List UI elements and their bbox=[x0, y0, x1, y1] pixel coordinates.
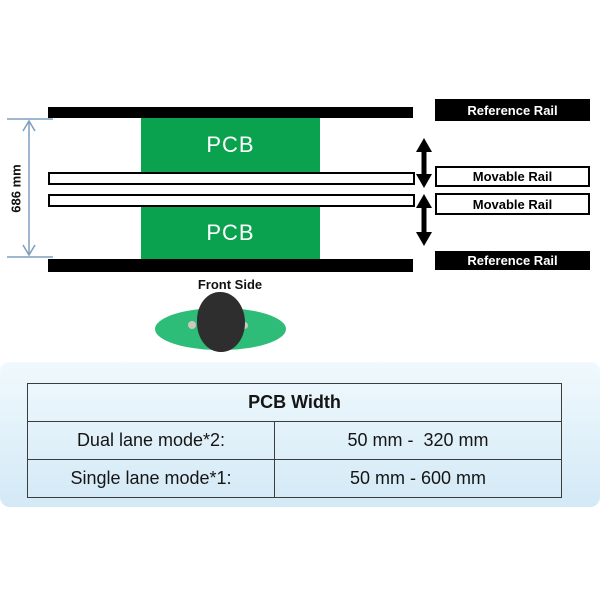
reference-rail-top-label: Reference Rail bbox=[467, 102, 558, 118]
table-row: Dual lane mode*2: 50 mm - 320 mm bbox=[27, 421, 563, 460]
movable-rail-bottom-bar bbox=[48, 194, 415, 207]
movable-rail-bottom-label-box: Movable Rail bbox=[435, 193, 590, 215]
pcb-top-label: PCB bbox=[206, 132, 255, 157]
pcb-top-block: PCB bbox=[141, 118, 320, 172]
row-value-single-lane: 50 mm - 600 mm bbox=[273, 459, 563, 498]
table-title: PCB Width bbox=[26, 383, 563, 422]
movable-rail-top-label: Movable Rail bbox=[472, 169, 553, 184]
reference-rail-top-label-box: Reference Rail bbox=[435, 99, 590, 121]
person-hand-left-icon bbox=[188, 321, 196, 329]
person-head-icon bbox=[197, 292, 245, 352]
vertical-double-arrow-icon bbox=[416, 138, 432, 246]
table-header-row: PCB Width bbox=[26, 383, 563, 422]
front-side-label: Front Side bbox=[197, 277, 263, 292]
movable-rail-bottom-label: Movable Rail bbox=[472, 196, 553, 212]
dimension-arrow-icon bbox=[7, 118, 53, 258]
pcb-bottom-block: PCB bbox=[141, 207, 320, 259]
reference-rail-top-bar bbox=[48, 107, 413, 118]
pcb-width-table: PCB Width Dual lane mode*2: 50 mm - 320 … bbox=[26, 383, 563, 498]
row-label-single-lane: Single lane mode*1: bbox=[27, 459, 275, 498]
table-row: Single lane mode*1: 50 mm - 600 mm bbox=[27, 459, 563, 498]
dimension-label: 686 mm bbox=[8, 164, 24, 213]
pcb-width-panel: PCB Width Dual lane mode*2: 50 mm - 320 … bbox=[0, 362, 600, 507]
movable-rail-top-label-box: Movable Rail bbox=[435, 166, 590, 187]
reference-rail-bottom-bar bbox=[48, 259, 413, 272]
pcb-bottom-label: PCB bbox=[206, 220, 255, 245]
reference-rail-bottom-label: Reference Rail bbox=[467, 253, 558, 268]
reference-rail-bottom-label-box: Reference Rail bbox=[435, 251, 590, 270]
movable-rail-top-bar bbox=[48, 172, 415, 185]
row-label-dual-lane: Dual lane mode*2: bbox=[27, 421, 275, 460]
row-value-dual-lane: 50 mm - 320 mm bbox=[273, 421, 563, 460]
